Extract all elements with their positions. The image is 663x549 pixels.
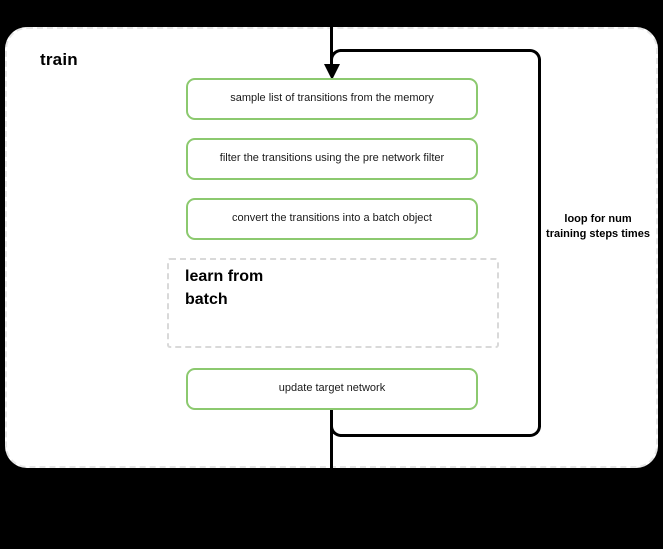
step-label: update target network — [278, 382, 386, 395]
step-update-target-network[interactable]: update target network — [186, 368, 478, 410]
arrow-down-icon — [324, 64, 340, 80]
subgraph-learn-from-batch[interactable]: learn from batch — [167, 258, 499, 348]
step-label: filter the transitions using the pre net… — [219, 152, 445, 165]
exit-flow-line — [330, 408, 333, 549]
loop-line-bottom — [340, 434, 530, 437]
loop-line-top — [340, 49, 530, 52]
step-label: convert the transitions into a batch obj… — [232, 212, 432, 225]
step-label: sample list of transitions from the memo… — [230, 92, 434, 105]
entry-flow-line — [330, 0, 333, 72]
loop-elbow-top-left — [330, 49, 342, 61]
loop-elbow-bottom-left — [330, 425, 342, 437]
page-title: train — [40, 50, 78, 69]
subgraph-title: learn from batch — [185, 268, 264, 308]
step-sample-list-of-transitions[interactable]: sample list of transitions from the memo… — [186, 78, 478, 120]
loop-elbow-bottom-right — [529, 425, 541, 437]
step-filter-transitions[interactable]: filter the transitions using the pre net… — [186, 138, 478, 180]
step-convert-transitions-to-batch[interactable]: convert the transitions into a batch obj… — [186, 198, 478, 240]
loop-line-right — [538, 59, 541, 427]
loop-elbow-top-right — [529, 49, 541, 61]
loop-label: loop for num training steps times — [546, 213, 650, 240]
